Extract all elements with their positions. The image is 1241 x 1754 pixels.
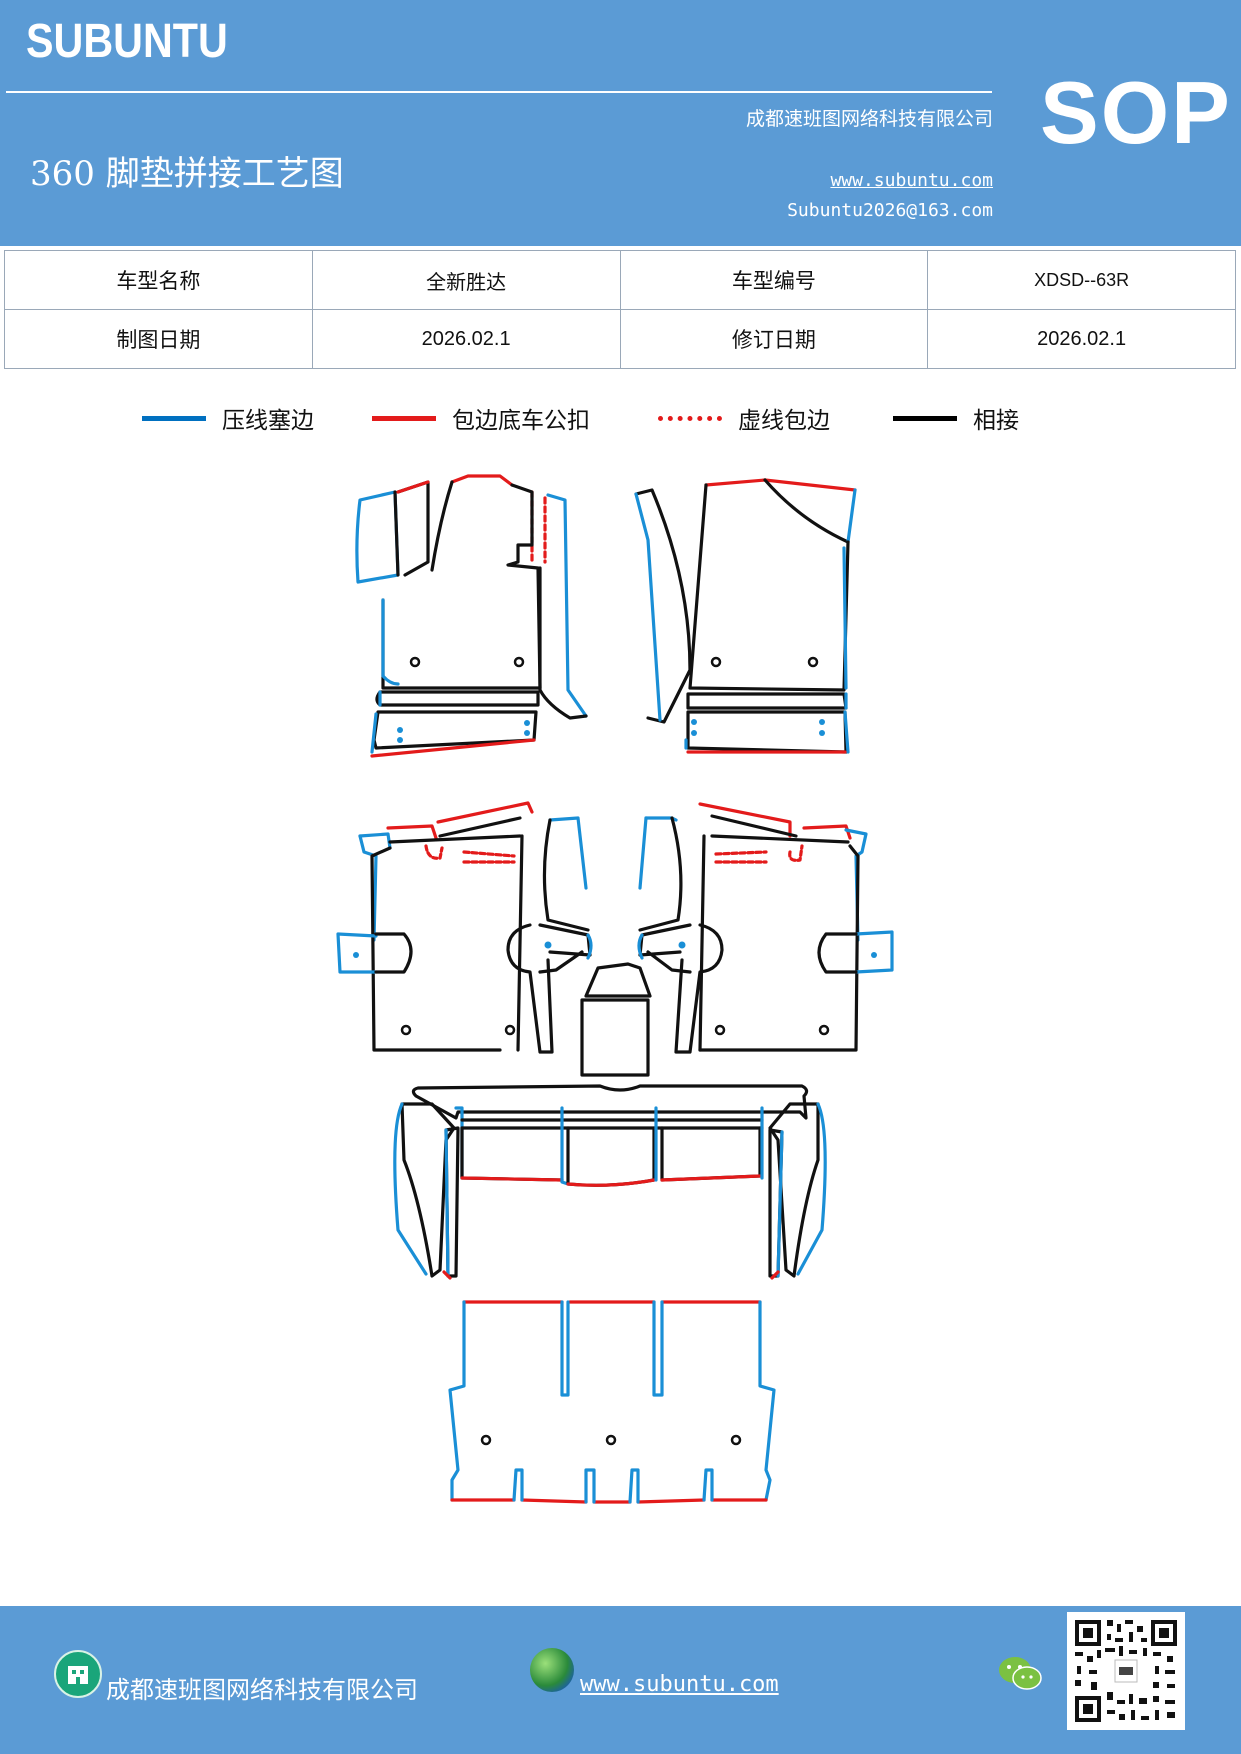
legend-item-dotted-edge: 虚线包边 bbox=[658, 398, 830, 438]
table-cell: 修订日期 bbox=[619, 309, 929, 369]
center-tunnel-mat bbox=[580, 962, 652, 1077]
legend-label: 压线塞边 bbox=[222, 408, 314, 434]
page-footer: 成都速班图网络科技有限公司 www.subuntu.com bbox=[0, 1606, 1241, 1754]
wechat-icon bbox=[996, 1654, 1044, 1694]
qr-code bbox=[1067, 1612, 1185, 1730]
legend-item-joined: 相接 bbox=[893, 398, 1019, 438]
legend-item-binding-edge: 包边底车公扣 bbox=[372, 398, 590, 438]
website-link[interactable]: www.subuntu.com bbox=[830, 170, 993, 191]
table-cell: 2026.02.1 bbox=[927, 309, 1236, 369]
second-row-left-mat bbox=[336, 801, 593, 1054]
table-cell: 制图日期 bbox=[4, 309, 313, 369]
document-title: 360 脚垫拼接工艺图 bbox=[30, 154, 344, 194]
globe-icon bbox=[530, 1648, 574, 1692]
email-address: Subuntu2026@163.com bbox=[787, 200, 993, 221]
sop-badge: SOP bbox=[1040, 63, 1232, 162]
table-row: 制图日期 2026.02.1 修订日期 2026.02.1 bbox=[4, 309, 1236, 369]
header-divider bbox=[6, 91, 992, 93]
legend-swatch-blue bbox=[142, 415, 206, 421]
floor-mat-diagram bbox=[336, 474, 894, 1504]
table-cell: 车型名称 bbox=[4, 250, 313, 310]
legend-item-press-line: 压线塞边 bbox=[142, 398, 314, 438]
legend-swatch-red bbox=[372, 415, 436, 421]
company-name: 成都速班图网络科技有限公司 bbox=[745, 108, 993, 130]
table-cell: 全新胜达 bbox=[311, 250, 621, 310]
footer-company-name: 成都速班图网络科技有限公司 bbox=[106, 1676, 418, 1704]
table-cell: 2026.02.1 bbox=[311, 309, 621, 369]
table-row: 车型名称 全新胜达 车型编号 XDSD--63R bbox=[4, 250, 1236, 310]
table-cell: 车型编号 bbox=[619, 250, 929, 310]
page-header: SUBUNTU 成都速班图网络科技有限公司 360 脚垫拼接工艺图 www.su… bbox=[0, 0, 1241, 246]
vehicle-info-table: 车型名称 全新胜达 车型编号 XDSD--63R 制图日期 2026.02.1 … bbox=[4, 250, 1236, 369]
legend-swatch-red-dotted bbox=[658, 415, 722, 421]
legend-label: 虚线包边 bbox=[738, 408, 830, 434]
third-row-mat bbox=[393, 1084, 827, 1280]
building-icon bbox=[54, 1650, 102, 1698]
trunk-mat bbox=[448, 1300, 776, 1504]
table-cell: XDSD--63R bbox=[927, 250, 1236, 310]
line-legend: 压线塞边 包边底车公扣 虚线包边 相接 bbox=[0, 398, 1241, 438]
legend-swatch-black bbox=[893, 415, 957, 421]
front-right-mat bbox=[634, 478, 857, 754]
second-row-right-mat bbox=[637, 802, 894, 1054]
legend-label: 相接 bbox=[973, 408, 1019, 434]
legend-label: 包边底车公扣 bbox=[452, 408, 590, 434]
footer-website-link[interactable]: www.subuntu.com bbox=[580, 1672, 779, 1697]
brand-logo: SUBUNTU bbox=[26, 15, 228, 68]
front-left-mat bbox=[355, 474, 588, 758]
